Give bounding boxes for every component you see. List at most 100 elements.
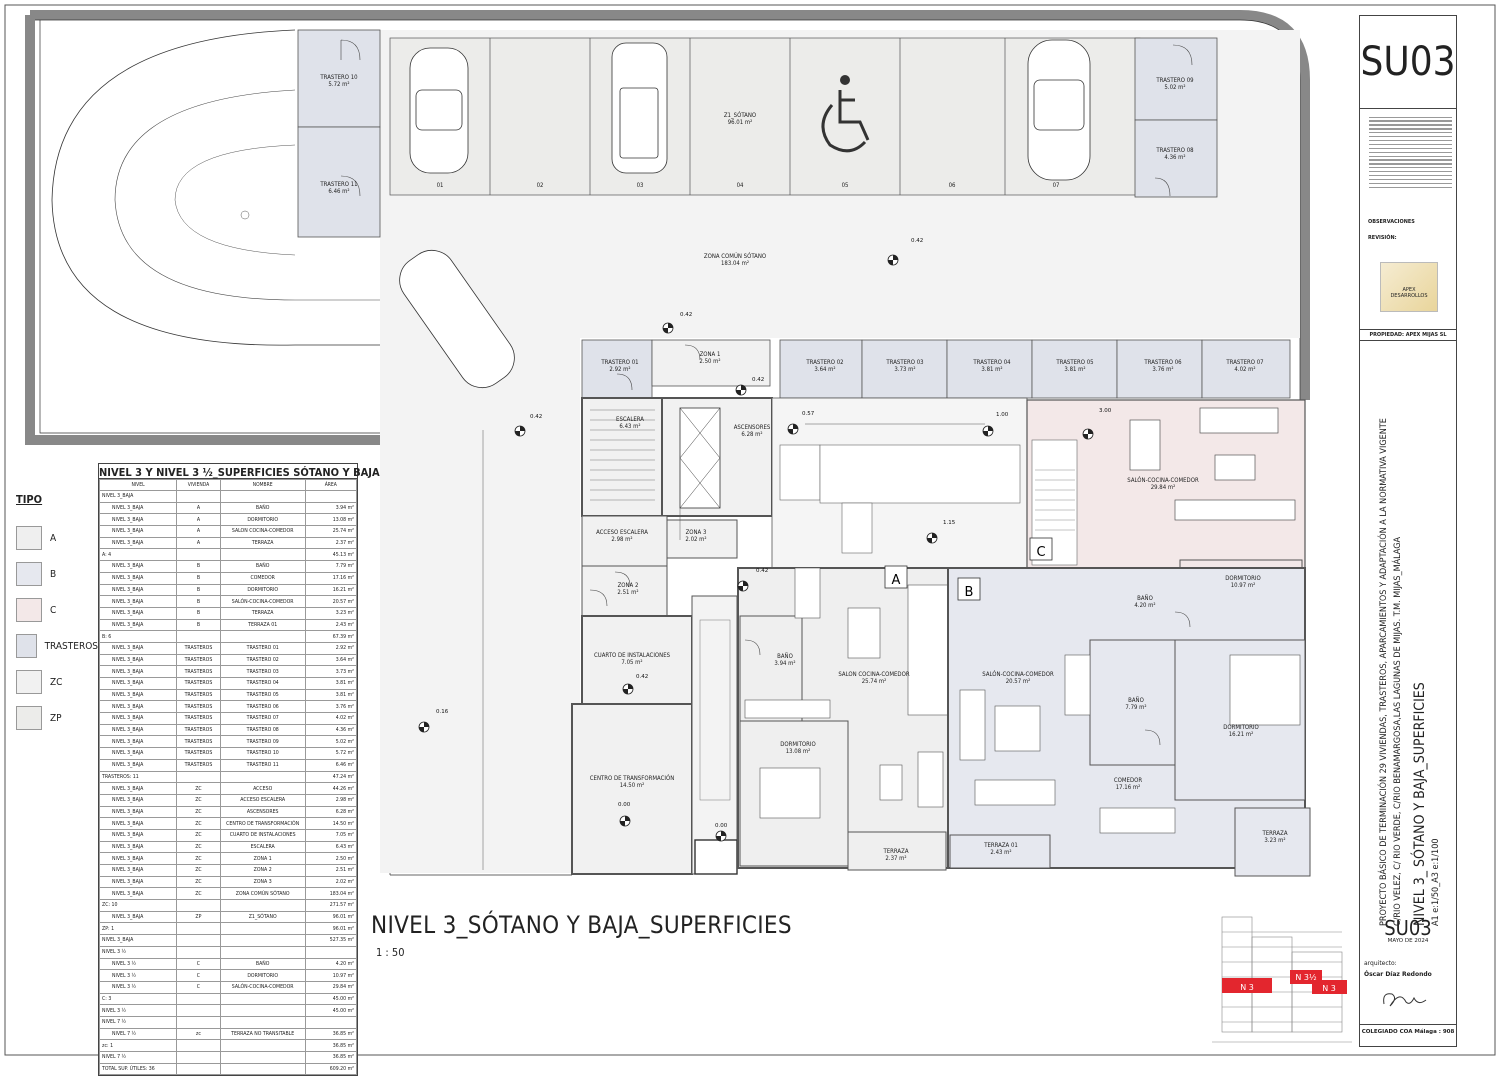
room-banoB-name: BAÑO: [1128, 697, 1144, 704]
level-value: 0.00: [618, 802, 631, 808]
table-cell: ASCENSORES: [219, 805, 306, 819]
room-comedorB-name: COMEDOR: [1114, 777, 1142, 784]
room-accesoesc-name: ACCESO ESCALERA: [596, 529, 648, 536]
table-cell: [176, 1004, 221, 1017]
table-cell: TERRAZA NO TRANSITABLE: [219, 1027, 306, 1041]
table-cell: NIVEL 3_BAJA: [98, 490, 178, 503]
table-cell: NIVEL 3_BAJA: [98, 805, 178, 819]
room-comedorB-area: 17.16 m²: [1116, 784, 1141, 791]
table-cell: 271.57 m²: [304, 899, 358, 912]
table-cell: A: [176, 525, 221, 538]
room-centro-area: 14.50 m²: [620, 782, 645, 789]
table-cell: NIVEL 3_BAJA: [98, 536, 178, 550]
table-cell: NIVEL 3_BAJA: [98, 875, 178, 889]
unit-markers: [884, 537, 1053, 601]
level-value: 0.42: [680, 312, 692, 318]
level-value: 0.57: [802, 411, 815, 417]
room-terraza01-area: 2.43 m²: [990, 849, 1011, 856]
room-banoC-area: 4.20 m²: [1134, 602, 1155, 609]
table-cell: 7.79 m²: [304, 560, 358, 573]
table-cell: 5.72 m²: [304, 747, 358, 760]
room-banoB-area: 7.79 m²: [1125, 704, 1146, 711]
room-trastero11-name: TRASTERO 11: [319, 181, 357, 188]
table-cell: NIVEL 3_BAJA: [98, 712, 178, 725]
table-cell: COMEDOR: [219, 571, 306, 585]
level-value: 0.16: [436, 709, 449, 715]
table-cell: ZC: [176, 887, 221, 901]
room-dormA-area: 13.08 m²: [786, 748, 811, 755]
table-cell: [176, 1051, 221, 1064]
table-cell: TRASTERO 05: [219, 688, 306, 702]
parking-numbers: 01 02 03 04 05 06 07: [437, 182, 1060, 189]
table-cell: 17.16 m²: [304, 571, 358, 585]
table-cell: 25.74 m²: [304, 525, 358, 538]
legend-item-zc: ZC: [16, 664, 98, 700]
project-line-1: PROYECTO BÁSICO DE TERMINACIÓN 29 VIVIEN…: [1379, 418, 1389, 926]
ramp-curve: [51, 29, 380, 346]
table-cell: 3.73 m²: [304, 665, 358, 678]
table-cell: NIVEL 3_BAJA: [98, 747, 178, 760]
unit-c-label: C: [1036, 545, 1045, 560]
room-salonB-name: SALÓN-COCINA-COMEDOR: [982, 671, 1054, 678]
table-cell: ZONA 3: [219, 875, 306, 889]
room-banoC-name: BAÑO: [1137, 595, 1153, 602]
table-cell: 20.57 m²: [304, 595, 358, 608]
room-trastero08-area: 4.36 m²: [1164, 154, 1185, 161]
legend-label: C: [50, 604, 57, 616]
table-cell: C: [176, 969, 221, 982]
table-cell: TRASTEROS: [176, 723, 221, 737]
table-cell: [219, 945, 306, 959]
table-cell: TRASTEROS: [176, 653, 221, 667]
table-cell: NIVEL 3_BAJA: [98, 688, 178, 702]
table-cell: 6.43 m²: [304, 840, 358, 854]
table-cell: A: [176, 501, 221, 515]
table-cell: 67.39 m²: [304, 630, 358, 643]
table-cell: 29.84 m²: [304, 980, 358, 994]
table-row: NIVEL 3 ½: [98, 945, 358, 959]
table-cell: DORMITORIO: [219, 513, 306, 527]
table-cell: TRASTEROS: [176, 758, 221, 772]
room-trastero09-name: TRASTERO 09: [1155, 77, 1194, 84]
table-cell: ZC: 10: [98, 899, 178, 912]
table-cell: 3.64 m²: [304, 653, 358, 667]
room-terraza01-name: TERRAZA 01: [983, 842, 1018, 849]
room-zona2-area: 2.51 m²: [617, 589, 638, 596]
legend-swatch: [16, 670, 42, 694]
table-cell: NIVEL 3_BAJA: [98, 618, 178, 632]
table-cell: 16.21 m²: [304, 583, 358, 597]
table-cell: ZP: [176, 910, 221, 924]
table-cell: Z1_SÓTANO: [219, 910, 306, 924]
table-cell: NIVEL 3_BAJA: [98, 606, 178, 620]
room-accesoesc-area: 2.98 m²: [611, 536, 632, 543]
table-cell: 2.92 m²: [304, 641, 358, 655]
table-cell: [219, 899, 306, 912]
table-cell: A: [176, 536, 221, 550]
company-logo: APEX DESARROLLOS: [1380, 262, 1438, 312]
level-value: 0.00: [715, 823, 728, 829]
table-cell: [176, 945, 221, 959]
room-salonB-area: 20.57 m²: [1006, 678, 1031, 685]
table-cell: TRASTERO 03: [219, 665, 306, 678]
room-trastero09-area: 5.02 m²: [1164, 84, 1185, 91]
room-trastero10-area: 5.72 m²: [328, 81, 349, 88]
room-banoA-name: BAÑO: [777, 653, 793, 660]
table-cell: TRASTEROS: 11: [98, 770, 178, 784]
room-cuarto-name: CUARTO DE INSTALACIONES: [594, 652, 671, 659]
table-cell: SALON COCINA-COMEDOR: [219, 525, 306, 538]
table-cell: TRASTERO 09: [219, 735, 306, 749]
table-cell: 36.85 m²: [304, 1039, 358, 1052]
table-cell: NIVEL 3_BAJA: [98, 852, 178, 865]
room-trastero05-name: TRASTERO 05: [1055, 359, 1093, 366]
room-dormC-name: DORMITORIO: [1225, 575, 1261, 582]
room-cuarto-area: 7.05 m²: [621, 659, 642, 666]
parking-number: 06: [949, 182, 956, 189]
room-trastero02-name: TRASTERO 02: [805, 359, 843, 366]
